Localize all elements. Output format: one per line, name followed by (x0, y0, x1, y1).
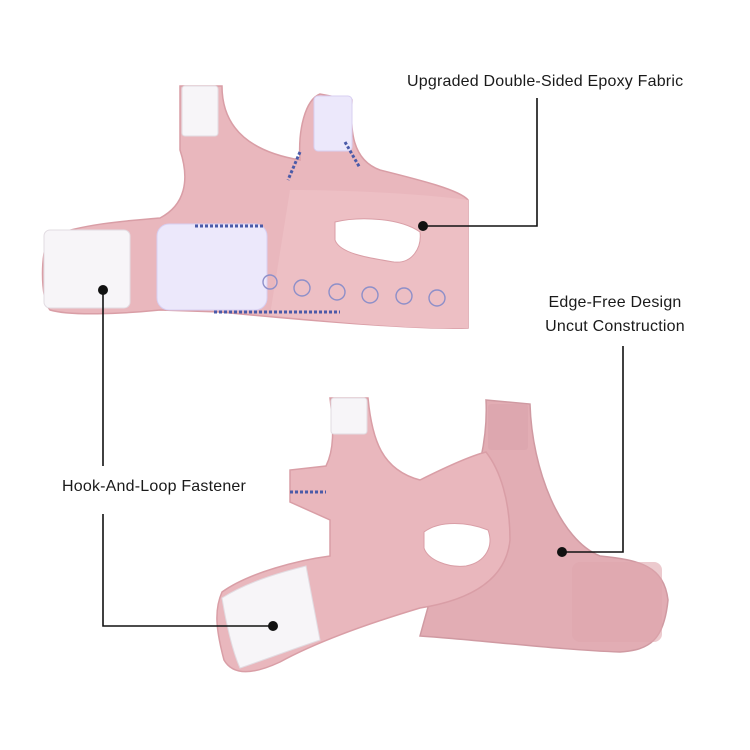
hook-loop-label: Hook-And-Loop Fastener (62, 478, 247, 495)
top-chin-strap (41, 85, 469, 329)
top-strap-velcro-tab-2 (313, 95, 353, 152)
edge-callout-line (563, 346, 624, 553)
bottom-strap-right-panel (572, 562, 662, 642)
bottom-strap-chin-hole (423, 523, 491, 567)
top-strap-right-panel (270, 190, 468, 329)
epoxy-callout-dot (418, 221, 428, 231)
top-strap-stitching (195, 141, 362, 314)
edge-callout-dot (557, 547, 567, 557)
edge-free-label: Edge-Free Design Uncut Construction (520, 291, 710, 339)
epoxy-callout-line (424, 98, 538, 227)
hook-callout-dot-top (98, 285, 108, 295)
epoxy-fabric-label: Upgraded Double-Sided Epoxy Fabric (407, 73, 684, 90)
bottom-strap-velcro-tab (330, 397, 368, 435)
hook-callout-line-bottom (102, 514, 273, 627)
bottom-strap-top-right-panel (488, 404, 528, 450)
callout-lines (102, 98, 624, 627)
bottom-chin-strap (216, 397, 669, 673)
callout-dots (98, 221, 567, 631)
edge-free-line-1: Edge-Free Design (548, 294, 682, 311)
top-strap-velcro-end (43, 229, 131, 309)
bottom-strap-velcro-end (221, 565, 321, 669)
top-strap-chin-hole (334, 218, 421, 263)
top-strap-velcro-tab (181, 85, 219, 137)
edge-free-line-2: Uncut Construction (545, 318, 685, 335)
top-strap-lavender-pad (156, 223, 268, 311)
hook-callout-dot-bottom (268, 621, 278, 631)
top-strap-emboss-dots (262, 274, 446, 307)
